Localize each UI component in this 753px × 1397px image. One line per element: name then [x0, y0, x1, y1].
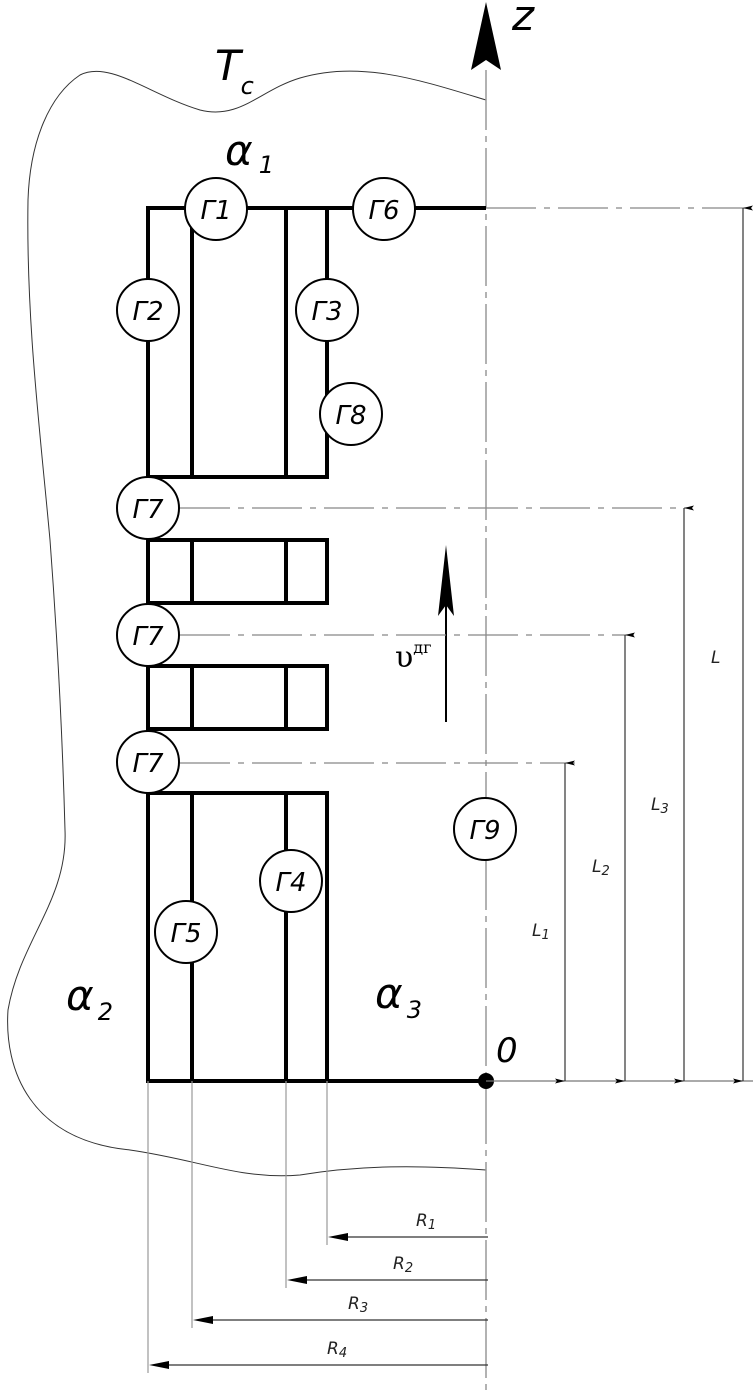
boundary-G2: Г2 [116, 278, 180, 342]
dim-R2-label: R2 [393, 1254, 413, 1276]
boundary-G9: Г9 [453, 797, 517, 861]
svg-text:Г1: Г1 [200, 196, 231, 226]
boundary-G3: Г3 [295, 278, 359, 342]
boundary-G7-middle: Г7 [116, 603, 180, 667]
middle-section-2 [146, 664, 329, 731]
dim-L3-label: L3 [651, 795, 669, 817]
dim-L1-label: L1 [532, 921, 550, 943]
top-section-outline [146, 206, 486, 479]
dim-L2-label: L2 [592, 857, 610, 879]
svg-text:Г5: Г5 [170, 919, 201, 949]
svg-text:Г6: Г6 [368, 196, 399, 226]
dim-L-label: L [711, 648, 720, 668]
extension-lines [180, 207, 750, 764]
middle-section-1 [146, 538, 329, 605]
svg-text:Г9: Г9 [469, 816, 500, 846]
velocity-label: υдг [395, 638, 431, 675]
velocity-arrow-head-icon [438, 545, 454, 616]
svg-text:Г3: Г3 [311, 297, 342, 327]
radius-extension-lines [147, 1081, 328, 1373]
medium-temperature-label: Tc [215, 41, 254, 100]
dim-R3-label: R3 [348, 1294, 368, 1316]
boundary-G7-lower: Г7 [116, 730, 180, 794]
dim-R1-label: R1 [416, 1211, 436, 1233]
svg-text:Г8: Г8 [335, 401, 366, 431]
dim-R4-label: R4 [327, 1339, 347, 1361]
svg-text:Г7: Г7 [132, 622, 163, 652]
svg-text:Г7: Г7 [132, 749, 163, 779]
boundary-G6: Г6 [352, 177, 416, 241]
svg-text:Г7: Г7 [132, 495, 163, 525]
boundary-G8: Г8 [319, 382, 383, 446]
origin-label: 0 [496, 1031, 518, 1071]
boundary-G7-upper: Г7 [116, 476, 180, 540]
boundary-G5: Г5 [154, 900, 218, 964]
medium-boundary [7, 70, 487, 1177]
length-dimensions [555, 205, 753, 1084]
svg-text:Г2: Г2 [132, 297, 163, 327]
radius-dimensions [161, 1236, 488, 1366]
z-axis-label: z [511, 0, 535, 40]
svg-text:Г4: Г4 [275, 868, 306, 898]
boundary-G1: Г1 [184, 177, 248, 241]
boundary-markers: Г1 Г2 Г3 Г4 Г5 Г6 Г7 Г7 Г7 Г8 Г9 [116, 177, 517, 964]
boundary-G4: Г4 [259, 849, 323, 913]
radius-arrow-icons [149, 1233, 348, 1369]
z-axis-arrow-icon [471, 2, 501, 70]
